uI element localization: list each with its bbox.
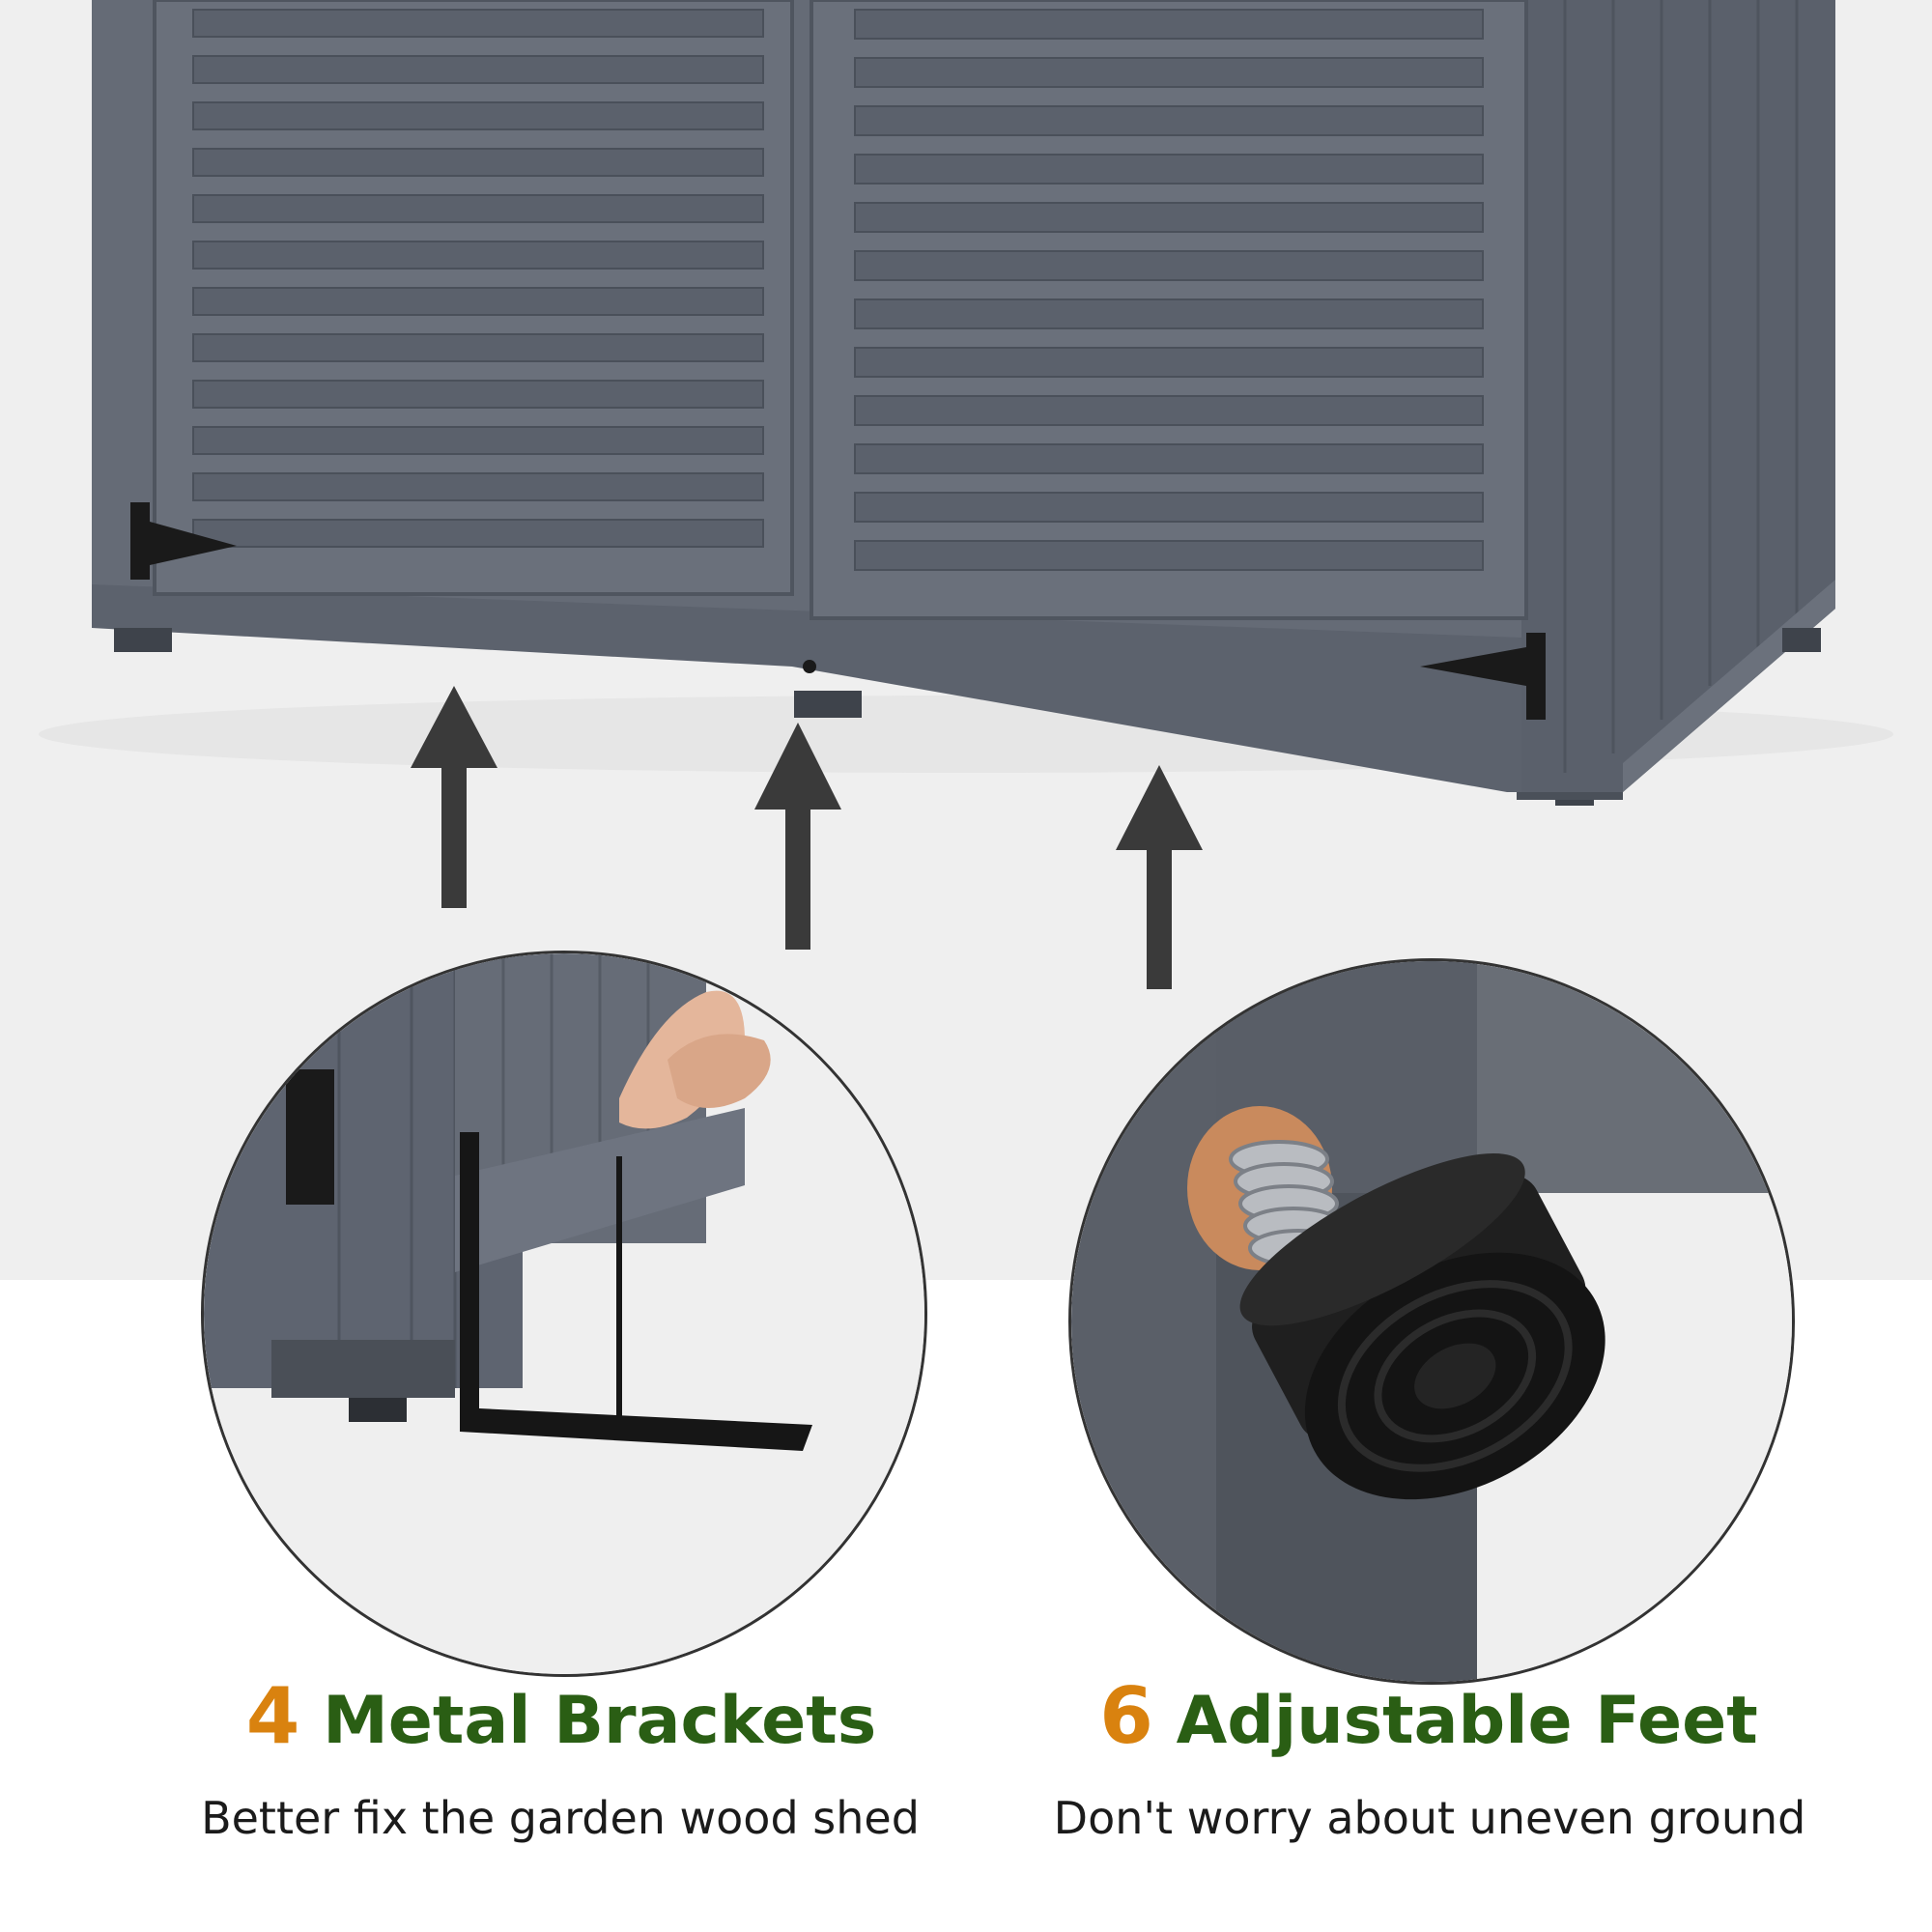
foot-detail-photo (1068, 958, 1795, 1685)
arrow-up-icon (411, 686, 497, 908)
feature-subtitle-feet: Don't worry about uneven ground (1053, 1792, 1806, 1844)
bracket-detail-photo (201, 951, 927, 1677)
feature-number: 4 (245, 1671, 300, 1761)
feature-title-brackets: 4 Metal Brackets (201, 1678, 922, 1760)
feature-number: 6 (1099, 1671, 1153, 1761)
arrow-up-icon (754, 723, 841, 950)
shed-photo (39, 0, 1893, 806)
feature-subtitle-brackets: Better fix the garden wood shed (201, 1792, 920, 1844)
arrow-up-icon (1116, 765, 1203, 989)
feature-label: Metal Brackets (323, 1683, 877, 1759)
feature-title-feet: 6 Adjustable Feet (1068, 1678, 1789, 1760)
feature-label: Adjustable Feet (1176, 1683, 1758, 1759)
